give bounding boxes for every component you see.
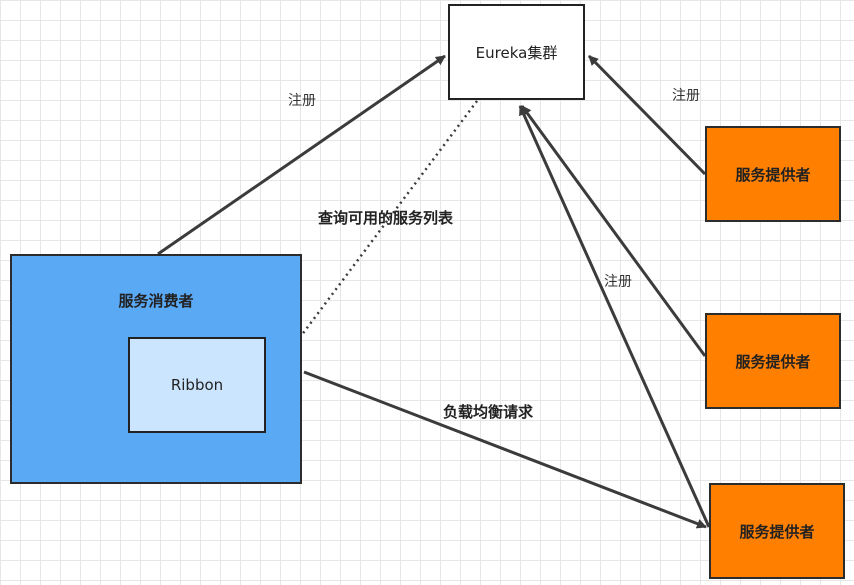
arrow-consumer-register [157, 54, 446, 256]
edge-label-query-services: 查询可用的服务列表 [318, 209, 454, 227]
eureka-cluster-node: Eureka集群 [448, 4, 585, 100]
arrow-provider2-register [520, 105, 707, 357]
edge-label-consumer-register: 注册 [288, 93, 316, 109]
service-provider-node-2: 服务提供者 [705, 313, 841, 409]
provider-label: 服务提供者 [739, 522, 815, 541]
eureka-label: Eureka集群 [475, 43, 558, 62]
service-provider-node-1: 服务提供者 [705, 126, 841, 222]
arrow-provider3-register [518, 105, 711, 528]
edge-label-load-balance: 负载均衡请求 [443, 403, 534, 421]
consumer-title: 服务消费者 [118, 292, 194, 310]
edge-label-provider-register-top: 注册 [672, 88, 700, 104]
arrow-provider1-register [587, 54, 707, 176]
arrow-query-services [266, 100, 479, 381]
edge-label-provider-register-mid: 注册 [604, 274, 632, 290]
ribbon-node: Ribbon [128, 337, 266, 433]
ribbon-label: Ribbon [170, 376, 224, 394]
provider-label: 服务提供者 [735, 165, 811, 184]
arrow-load-balance [303, 370, 707, 529]
provider-label: 服务提供者 [735, 352, 811, 371]
service-provider-node-3: 服务提供者 [709, 483, 845, 579]
